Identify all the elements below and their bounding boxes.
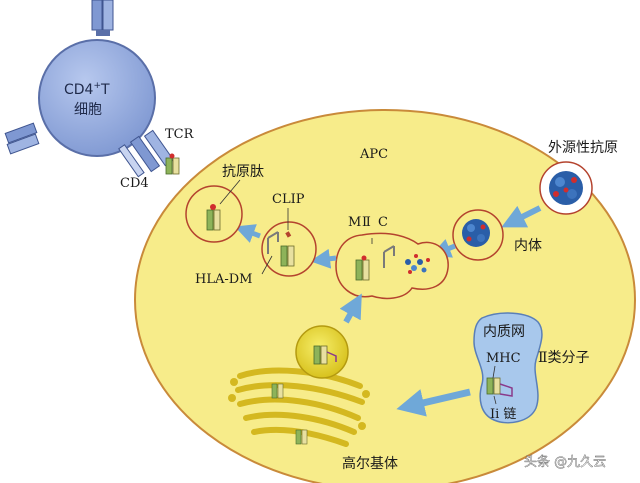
arrow-antigen-to-endosome — [501, 205, 542, 228]
exogenous-antigen-group — [539, 161, 593, 215]
hla-dm-label: HLA-DM — [195, 272, 252, 287]
endoplasmic-reticulum — [473, 312, 543, 424]
mhc-pointer-line — [492, 365, 496, 379]
miic-antigen-fragments-icon — [405, 254, 430, 274]
antigen-peptide-vesicle — [185, 185, 243, 243]
er-label: 内质网 — [483, 324, 525, 340]
tcr-cd4-complex-icon — [118, 129, 180, 178]
miic-label: M Ⅱ C — [348, 215, 388, 230]
t-cell-top-receptor-icon — [91, 0, 114, 36]
svg-text:细胞: 细胞 — [74, 102, 102, 118]
tcr-label: TCR — [165, 127, 195, 142]
transport-vesicle — [295, 325, 349, 379]
clip-hla-dm-icon — [267, 231, 279, 254]
cd4-t-cell-label: CD4+T 细胞 — [64, 81, 110, 118]
transport-vesicle-mhc-icon — [313, 345, 337, 365]
exogenous-antigen-icon — [549, 171, 583, 205]
er-mhc-ii-chain-icon — [486, 377, 513, 397]
arrow-er-to-golgi — [396, 388, 471, 417]
peptide-mhc-molecule-icon — [206, 204, 221, 231]
miic-mhc-molecule-icon — [355, 255, 370, 281]
class-ii-molecule-label: Ⅱ类分子 — [538, 350, 590, 366]
svg-text:C: C — [378, 215, 388, 230]
antigen-peptide-pointer-line — [219, 179, 241, 205]
golgi-apparatus — [228, 367, 370, 447]
cd4-t-cell — [4, 0, 180, 178]
miic-compartment — [335, 232, 449, 300]
ii-chain-label: Ii 链 — [490, 407, 516, 422]
arrow-miic-to-clip — [310, 248, 337, 269]
antigen-peptide-label: 抗原肽 — [222, 164, 264, 180]
mhc-label: MHC — [486, 351, 521, 366]
endosome-label: 内体 — [514, 238, 542, 254]
arrow-clip-to-peptide — [234, 224, 261, 243]
watermark: 头条 @九久云 — [524, 454, 606, 470]
cd4-label: CD4 — [120, 176, 149, 191]
t-cell-left-receptor-icon — [4, 122, 40, 155]
clip-vesicle — [261, 221, 317, 277]
apc-label: APC — [359, 147, 388, 162]
exogenous-antigen-label: 外源性抗原 — [548, 140, 618, 156]
ii-chain-pointer-line — [493, 395, 497, 405]
endosome-antigen-icon — [462, 219, 490, 247]
endosome — [452, 209, 504, 261]
arrow-vesicle-to-miic — [339, 293, 362, 324]
clip-label: CLIP — [272, 192, 305, 207]
svg-text:CD4+T: CD4+T — [64, 81, 110, 98]
golgi-mhc-molecule-icon — [271, 383, 308, 445]
golgi-label: 高尔基体 — [342, 455, 398, 472]
svg-text:M: M — [348, 215, 361, 230]
clip-mhc-molecule-icon — [280, 245, 295, 267]
miic-hla-dm-icon — [383, 245, 395, 268]
svg-text:Ⅱ: Ⅱ — [362, 215, 371, 230]
hla-dm-pointer-line — [261, 255, 273, 275]
clip-peptide-icon — [285, 231, 292, 238]
